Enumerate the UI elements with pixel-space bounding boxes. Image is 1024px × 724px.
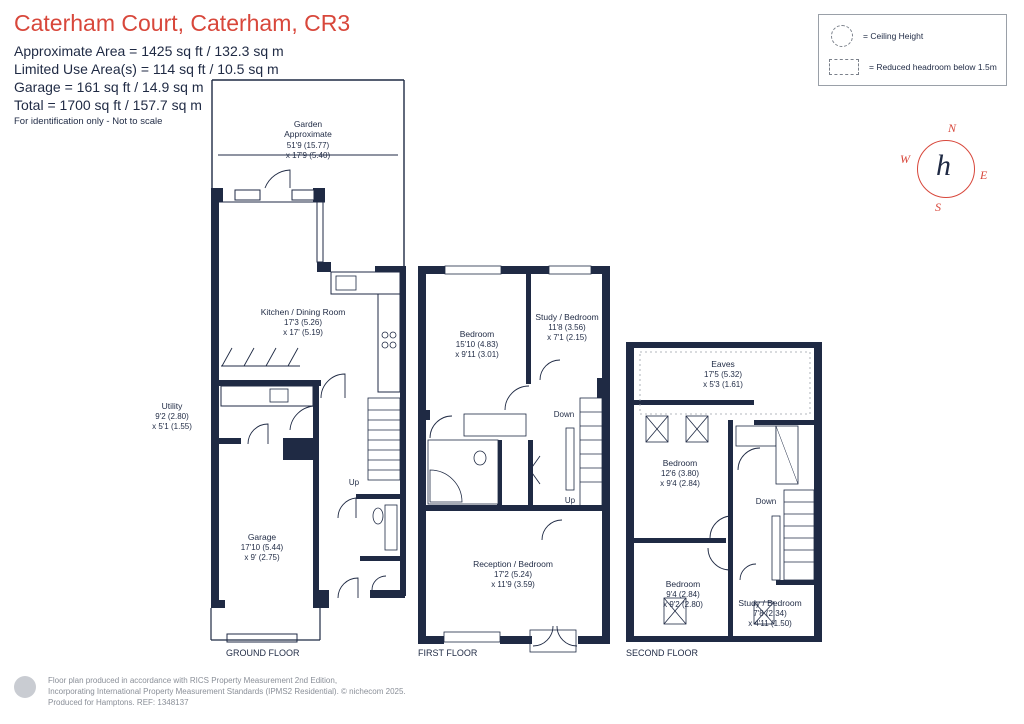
study2-dim2: x 4'11 (1.50): [748, 619, 792, 628]
ceiling-height-icon: [831, 25, 853, 47]
second-floor-plan: [626, 342, 822, 642]
bedroom3-dim1: 9'4 (2.84): [666, 590, 700, 599]
footer-line-1: Floor plan produced in accordance with R…: [48, 676, 338, 685]
garden-dim2: x 17'9 (5.40): [286, 151, 331, 160]
first-floor-label: FIRST FLOOR: [418, 648, 478, 658]
reception-dim2: x 11'9 (3.59): [491, 580, 535, 589]
ceiling-height-label: = Ceiling Height: [863, 31, 924, 41]
garden-dim1: 51'9 (15.77): [287, 141, 330, 150]
compass-logo: h: [936, 149, 951, 182]
stairs-up-first: Up: [565, 496, 576, 505]
limited-use-area: Limited Use Area(s) = 114 sq ft / 10.5 s…: [14, 61, 279, 77]
accessibility-person-icon: [14, 676, 36, 698]
property-title: Caterham Court, Caterham, CR3: [14, 10, 351, 36]
bedroom3-name: Bedroom: [666, 579, 701, 589]
compass-east: E: [980, 168, 988, 182]
identification-note: For identification only - Not to scale: [14, 116, 163, 127]
study1-dim2: x 7'1 (2.15): [547, 333, 587, 342]
stairs-up-ground: Up: [349, 478, 360, 487]
reduced-headroom-label: = Reduced headroom below 1.5m: [869, 62, 997, 72]
bedroom2-label: Bedroom 12'6 (3.80) x 9'4 (2.84): [660, 458, 700, 488]
garage-dim2: x 9' (2.75): [244, 553, 280, 562]
garage-name: Garage: [248, 532, 277, 542]
study1-name: Study / Bedroom: [535, 312, 598, 322]
utility-dim2: x 5'1 (1.55): [152, 422, 192, 431]
stairs-down-first: Down: [554, 410, 574, 419]
kitchen-dim1: 17'3 (5.26): [284, 318, 322, 327]
eaves-dim2: x 5'3 (1.61): [703, 380, 743, 389]
total-area: Total = 1700 sq ft / 157.7 sq m: [14, 97, 202, 113]
bedroom1-dim2: x 9'11 (3.01): [455, 350, 499, 359]
study1-label: Study / Bedroom 11'8 (3.56) x 7'1 (2.15): [535, 312, 598, 342]
bedroom1-dim1: 15'10 (4.83): [456, 340, 499, 349]
compass-north: N: [948, 121, 957, 135]
kitchen-name: Kitchen / Dining Room: [261, 307, 346, 317]
compass-west: W: [900, 152, 910, 166]
reduced-headroom-icon: [829, 59, 859, 75]
ground-floor-label: GROUND FLOOR: [226, 648, 300, 658]
second-floor-label: SECOND FLOOR: [626, 648, 699, 658]
bedroom1-label: Bedroom 15'10 (4.83) x 9'11 (3.01): [455, 329, 499, 359]
kitchen-dim2: x 17' (5.19): [283, 328, 323, 337]
eaves-label: Eaves 17'5 (5.32) x 5'3 (1.61): [703, 359, 743, 389]
bedroom2-dim1: 12'6 (3.80): [661, 469, 699, 478]
eaves-name: Eaves: [711, 359, 735, 369]
garage-label: Garage 17'10 (5.44) x 9' (2.75): [241, 532, 284, 562]
eaves-dim1: 17'5 (5.32): [704, 370, 742, 379]
garage-dim1: 17'10 (5.44): [241, 543, 284, 552]
garage-area: Garage = 161 sq ft / 14.9 sq m: [14, 79, 204, 95]
ground-floor-plan: [210, 79, 406, 643]
bedroom3-label: Bedroom 9'4 (2.84) x 9'2 (2.80): [663, 579, 703, 609]
utility-label: Utility 9'2 (2.80) x 5'1 (1.55): [152, 401, 192, 431]
compass-icon: h: [917, 140, 975, 198]
compass-south: S: [935, 200, 941, 214]
study2-label: Study / Bedroom 7'8 (2.34) x 4'11 (1.50): [738, 598, 801, 628]
garden-sub: Approximate: [284, 129, 332, 139]
first-floor-plan: [418, 265, 610, 653]
utility-dim1: 9'2 (2.80): [155, 412, 189, 421]
garden-name: Garden: [294, 119, 323, 129]
legend-box: = Ceiling Height = Reduced headroom belo…: [818, 14, 1007, 86]
study1-dim1: 11'8 (3.56): [548, 323, 586, 332]
study2-name: Study / Bedroom: [738, 598, 801, 608]
reception-dim1: 17'2 (5.24): [494, 570, 532, 579]
footer-note: Floor plan produced in accordance with R…: [48, 675, 468, 708]
bedroom2-dim2: x 9'4 (2.84): [660, 479, 700, 488]
footer-line-2: Incorporating International Property Mea…: [48, 687, 406, 696]
kitchen-label: Kitchen / Dining Room 17'3 (5.26) x 17' …: [261, 307, 346, 337]
footer-line-3: Produced for Hamptons. REF: 1348137: [48, 698, 189, 707]
approx-area: Approximate Area = 1425 sq ft / 132.3 sq…: [14, 43, 284, 59]
stairs-down-second: Down: [756, 497, 776, 506]
reception-label: Reception / Bedroom 17'2 (5.24) x 11'9 (…: [473, 559, 553, 589]
garden-label: Garden Approximate 51'9 (15.77) x 17'9 (…: [284, 119, 332, 160]
bedroom3-dim2: x 9'2 (2.80): [663, 600, 703, 609]
reception-name: Reception / Bedroom: [473, 559, 553, 569]
bedroom1-name: Bedroom: [460, 329, 495, 339]
study2-dim1: 7'8 (2.34): [753, 609, 787, 618]
utility-name: Utility: [162, 401, 184, 411]
bedroom2-name: Bedroom: [663, 458, 698, 468]
